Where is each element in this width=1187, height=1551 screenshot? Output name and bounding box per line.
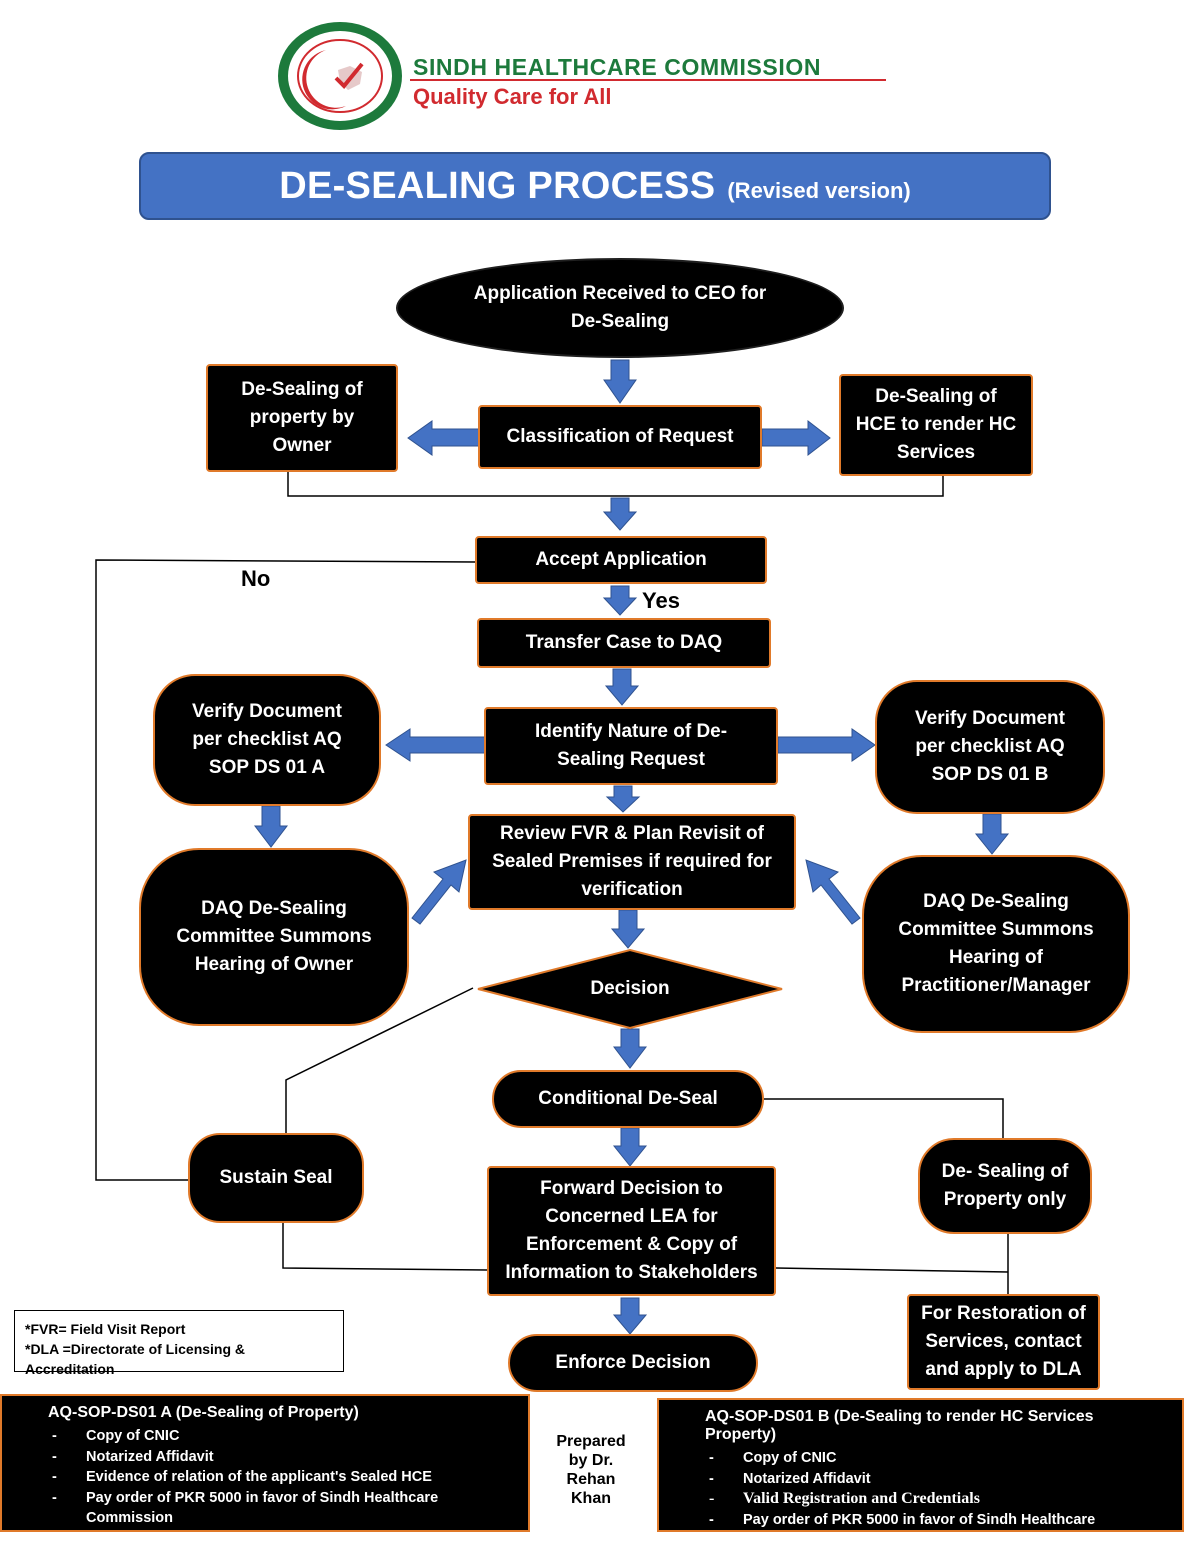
checklist-b-panel: AQ-SOP-DS01 B (De-Sealing to render HC S…	[657, 1398, 1184, 1548]
node-identify-nature-label: Identify Nature of De-Sealing Request	[534, 721, 728, 770]
page-subtitle: (Revised version)	[727, 178, 911, 203]
node-desealing-hce-label: De-Sealing of HCE to render HC Services	[855, 386, 1017, 463]
node-conditional-deseal: Conditional De-Seal	[492, 1070, 764, 1128]
node-enforce-decision: Enforce Decision	[508, 1334, 758, 1392]
node-transfer-case-label: Transfer Case to DAQ	[525, 632, 723, 653]
node-desealing-owner: De-Sealing of property by Owner	[206, 364, 398, 472]
node-verify-a-label: Verify Document per checklist AQ SOP DS …	[192, 701, 342, 778]
page-title-bar: DE-SEALING PROCESS (Revised version)	[139, 152, 1051, 220]
note-dla: *DLA =Directorate of Licensing & Accredi…	[25, 1341, 246, 1377]
node-sustain-seal: Sustain Seal	[188, 1133, 364, 1223]
list-item: Pay order of PKR 5000 in favor of Sindh …	[673, 1510, 1168, 1551]
node-sustain-seal-label: Sustain Seal	[219, 1167, 333, 1188]
node-forward-decision: Forward Decision to Concerned LEA for En…	[487, 1166, 776, 1296]
node-forward-decision-label: Forward Decision to Concerned LEA for En…	[505, 1178, 758, 1283]
list-item: Valid Registration and Credentials	[673, 1489, 1168, 1510]
list-item: Copy of CNIC	[16, 1426, 514, 1447]
abbreviation-notes: *FVR= Field Visit Report *DLA =Directora…	[14, 1310, 344, 1377]
node-hearing-owner: DAQ De-Sealing Committee Summons Hearing…	[139, 848, 409, 1026]
node-application-received-label: Application Received to CEO for De-Seali…	[473, 283, 767, 332]
org-name: SINDH HEALTHCARE COMMISSION	[413, 54, 822, 80]
node-accept-application-label: Accept Application	[535, 549, 707, 570]
prepared-by: Prepared by Dr. Rehan Khan	[556, 1433, 626, 1507]
node-verify-a: Verify Document per checklist AQ SOP DS …	[153, 674, 381, 806]
node-application-received: Application Received to CEO for De-Seali…	[396, 258, 844, 358]
node-hearing-practitioner: DAQ De-Sealing Committee Summons Hearing…	[862, 855, 1130, 1033]
label-yes: Yes	[642, 588, 680, 613]
node-transfer-case: Transfer Case to DAQ	[477, 618, 771, 668]
node-conditional-deseal-label: Conditional De-Seal	[538, 1088, 718, 1109]
commission-logo	[276, 20, 404, 132]
list-item: Notarized Affidavit	[16, 1447, 514, 1468]
node-identify-nature: Identify Nature of De-Sealing Request	[484, 707, 778, 785]
checklist-b-list: Copy of CNIC Notarized Affidavit Valid R…	[673, 1448, 1168, 1551]
node-decision-label: Decision	[590, 978, 670, 999]
node-hearing-practitioner-label: DAQ De-Sealing Committee Summons Hearing…	[898, 891, 1094, 996]
node-desealing-hce: De-Sealing of HCE to render HC Services	[839, 374, 1033, 476]
node-review-fvr: Review FVR & Plan Revisit of Sealed Prem…	[468, 814, 796, 910]
checklist-a-panel: AQ-SOP-DS01 A (De-Sealing of Property) C…	[0, 1394, 530, 1532]
node-enforce-decision-label: Enforce Decision	[555, 1352, 711, 1373]
note-fvr: *FVR= Field Visit Report	[25, 1321, 186, 1337]
node-hearing-owner-label: DAQ De-Sealing Committee Summons Hearing…	[176, 898, 372, 975]
header-rule	[410, 79, 886, 81]
node-verify-b: Verify Document per checklist AQ SOP DS …	[875, 680, 1105, 814]
node-accept-application: Accept Application	[475, 536, 767, 584]
node-restoration: For Restoration of Services, contact and…	[907, 1294, 1100, 1390]
node-classification: Classification of Request	[478, 405, 762, 469]
node-property-only: De- Sealing of Property only	[918, 1138, 1092, 1234]
node-classification-label: Classification of Request	[506, 426, 734, 447]
node-verify-b-label: Verify Document per checklist AQ SOP DS …	[915, 708, 1065, 785]
node-restoration-label: For Restoration of Services, contact and…	[921, 1303, 1086, 1380]
node-desealing-owner-label: De-Sealing of property by Owner	[241, 379, 363, 456]
list-item: Pay order of PKR 5000 in favor of Sindh …	[16, 1488, 514, 1529]
page-title: DE-SEALING PROCESS	[279, 164, 716, 207]
checklist-b-title: AQ-SOP-DS01 B (De-Sealing to render HC S…	[705, 1408, 1094, 1443]
node-decision: Decision	[474, 948, 786, 1030]
node-review-fvr-label: Review FVR & Plan Revisit of Sealed Prem…	[492, 823, 772, 900]
node-property-only-label: De- Sealing of Property only	[941, 1161, 1069, 1210]
list-item: Copy of CNIC	[673, 1448, 1168, 1469]
list-item: Evidence of relation of the applicant's …	[16, 1467, 514, 1488]
tagline: Quality Care for All	[413, 84, 612, 109]
checklist-a-title: AQ-SOP-DS01 A (De-Sealing of Property)	[48, 1404, 359, 1421]
list-item: Notarized Affidavit	[673, 1469, 1168, 1490]
checklist-a-list: Copy of CNIC Notarized Affidavit Evidenc…	[16, 1426, 514, 1529]
label-no: No	[241, 566, 271, 591]
